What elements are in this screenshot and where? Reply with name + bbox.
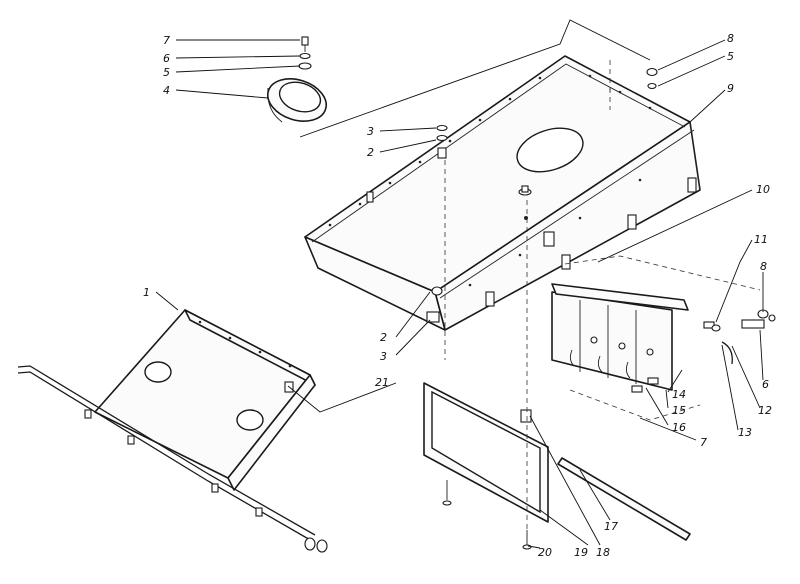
leader-lines <box>155 19 764 549</box>
callout-6: 6 <box>762 378 769 391</box>
bolt-stack-left <box>298 36 312 70</box>
callout-14: 14 <box>672 388 686 401</box>
center-lines <box>444 58 611 540</box>
callout-16: 16 <box>672 421 686 434</box>
callout-7: 7 <box>163 34 170 47</box>
callout-10: 10 <box>756 183 770 196</box>
callout-2: 2 <box>380 331 387 344</box>
callout-2: 2 <box>367 146 374 159</box>
rod <box>557 457 691 541</box>
callout-12: 12 <box>758 404 772 417</box>
callout-8: 8 <box>760 260 767 273</box>
callout-4: 4 <box>163 84 170 97</box>
base-rail <box>17 365 328 553</box>
callout-1: 1 <box>143 286 150 299</box>
callout-6: 6 <box>163 52 170 65</box>
main-cover-panel <box>304 55 701 331</box>
callout-15: 15 <box>672 404 686 417</box>
bolt-stack-right <box>609 67 658 110</box>
callout-21: 21 <box>375 376 389 389</box>
callout-5: 5 <box>727 50 734 63</box>
ring-gasket <box>267 78 327 123</box>
callout-9: 9 <box>727 82 734 95</box>
callout-19: 19 <box>574 546 588 559</box>
base-plate <box>94 309 316 491</box>
baffle-assembly <box>551 255 776 421</box>
callout-8: 8 <box>727 32 734 45</box>
callout-labels: 7 6 5 4 3 2 8 5 9 10 11 8 1 2 3 21 14 15… <box>143 32 772 559</box>
callout-18: 18 <box>596 546 610 559</box>
callout-11: 11 <box>754 233 768 246</box>
callout-7: 7 <box>700 436 707 449</box>
callout-13: 13 <box>738 426 752 439</box>
callout-20: 20 <box>538 546 552 559</box>
callout-3: 3 <box>380 350 387 363</box>
frame-plate <box>423 382 549 550</box>
callout-3: 3 <box>367 125 374 138</box>
panel-top-fasteners <box>436 124 448 159</box>
callout-17: 17 <box>604 520 618 533</box>
callout-5: 5 <box>163 66 170 79</box>
